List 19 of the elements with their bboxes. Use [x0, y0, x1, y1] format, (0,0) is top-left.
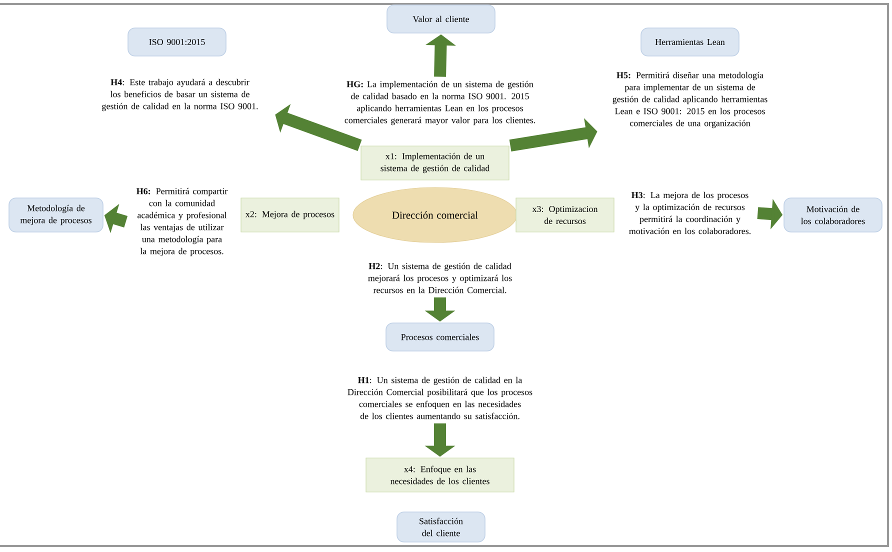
- variable-box: x2: Mejora de procesos: [240, 198, 340, 232]
- variable-box: x4: Enfoque en las necesidades de los clientes: [366, 458, 514, 492]
- rounded-box: Herramientas Lean: [640, 28, 740, 56]
- rounded-box: Satisfacción del cliente: [396, 512, 486, 542]
- rounded-box: ISO 9001:2015: [128, 28, 226, 56]
- hypothesis-text: H3: La mejora de los procesos y la optimización de recursos permitirá la coordinación y motivación en los colaboradores.: [629, 192, 751, 234]
- rounded-box: Valor al cliente: [386, 4, 496, 34]
- hypothesis-text: H1: Un sistema de gestión de calidad en la Dirección Comercial posibilitará que los procesos comerciales se enfoquen en las necesidades de los clientes aumentando su satisfacción.: [348, 376, 532, 420]
- rounded-box: Metodología de mejora de procesos: [8, 198, 104, 232]
- hypothesis-text: H5: Permitirá diseñar una metodología para implementar de un sistema de gestión de calidad aplicando herramientas Lean e ISO 9001: 2015 en los procesos comerciales de una organización: [612, 72, 768, 128]
- variable-box: x3: Optimizacion de recursos: [516, 198, 614, 232]
- block-arrow: [509, 118, 598, 152]
- rounded-box: Procesos comerciales: [386, 322, 494, 352]
- hypothesis-text: H4: Este trabajo ayudará a descubrir los beneficios de basar un sistema de gestión de calidad en la norma ISO 9001.: [102, 78, 258, 112]
- hypothesis-text: HG: La implementación de un sistema de gestión de calidad basado en la norma ISO 9001. 2015 aplicando herramientas Lean en los procesos comerciales generará mayor valor para los clientes.: [344, 80, 536, 126]
- variable-box: x1: Implementación de un sistema de gestión de calidad: [360, 146, 510, 180]
- rounded-box: Motivación de los colaboradores: [784, 198, 882, 232]
- hypothesis-text: H2: Un sistema de gestión de calidad mejorará los procesos y optimizará los recursos en la Dirección Comercial.: [368, 262, 512, 294]
- hypothesis-text: H6: Permitirá compartir con la comunidad académica y profesional las ventajas de utilizar una metodología para la mejora de procesos.: [136, 188, 228, 256]
